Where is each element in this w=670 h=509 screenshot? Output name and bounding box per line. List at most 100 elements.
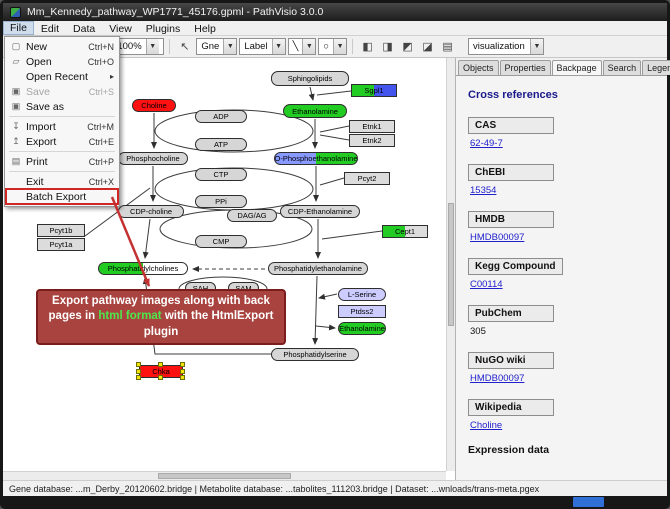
visualization-combo[interactable]: visualization ▼ xyxy=(468,38,544,55)
cross-reference-link[interactable]: C00114 xyxy=(470,279,503,290)
scrollbar-thumb[interactable] xyxy=(158,473,291,479)
section-header: HMDB xyxy=(468,211,554,228)
tab-properties[interactable]: Properties xyxy=(499,60,551,75)
selection-handle[interactable] xyxy=(158,375,163,380)
cross-reference-link[interactable]: 62-49-7 xyxy=(470,138,503,149)
cross-reference-link[interactable]: HMDB00097 xyxy=(470,373,525,384)
menu-edit[interactable]: Edit xyxy=(40,22,60,35)
chevron-down-icon[interactable]: ▼ xyxy=(223,39,237,54)
menu-file[interactable]: File xyxy=(3,21,34,35)
toolbar: ▢▱▣ Zoom: 100% ▼ ↖Gne▼Label▼╲▼○▼ ◧◨◩◪▤ v… xyxy=(3,36,667,58)
canvas-vertical-scrollbar[interactable] xyxy=(446,58,455,471)
canvas-horizontal-scrollbar[interactable] xyxy=(3,471,446,480)
pathway-node-pcyt1a[interactable]: Pcyt1a xyxy=(37,238,85,251)
pathway-node-sgpl1[interactable]: Sgpl1 xyxy=(351,84,397,97)
pathway-node-cdp-ethanolamine[interactable]: CDP-Ethanolamine xyxy=(280,205,360,218)
pathway-node-atp[interactable]: ATP xyxy=(195,138,247,151)
menu-item-shortcut: Ctrl+P xyxy=(88,156,114,167)
chevron-down-icon[interactable]: ▼ xyxy=(145,39,159,54)
pathway-node-cdp-choline[interactable]: CDP-choline xyxy=(118,205,184,218)
datanode-combo-value: Gne xyxy=(201,41,220,52)
chevron-down-icon[interactable]: ▼ xyxy=(333,39,347,54)
cross-reference-link[interactable]: Choline xyxy=(470,420,503,431)
tab-search[interactable]: Search xyxy=(602,60,642,75)
menu-item-label: Save xyxy=(26,85,50,98)
chevron-down-icon[interactable]: ▼ xyxy=(530,39,543,54)
pathway-node-etnk2[interactable]: Etnk2 xyxy=(349,134,395,147)
selection-handle[interactable] xyxy=(180,368,185,374)
select-tool-icon[interactable]: ↖ xyxy=(180,41,190,53)
menu-view[interactable]: View xyxy=(109,22,132,35)
submenu-arrow-icon: ▸ xyxy=(109,72,114,81)
shape-tool-combo[interactable]: ○▼ xyxy=(318,38,348,55)
selection-handle[interactable] xyxy=(158,362,163,367)
selection-handle[interactable] xyxy=(136,375,141,380)
pathway-node-phosphatidylethanolamine[interactable]: Phosphatidylethanolamine xyxy=(268,262,368,275)
file-menu-item-open-recent[interactable]: Open Recent▸ xyxy=(6,69,118,84)
chevron-down-icon[interactable]: ▼ xyxy=(302,39,316,54)
pathway-node-etnk1[interactable]: Etnk1 xyxy=(349,120,395,133)
line-tool-combo-value: ╲ xyxy=(292,41,299,52)
pathway-node-pcyt2[interactable]: Pcyt2 xyxy=(344,172,390,185)
line-tool-combo[interactable]: ╲▼ xyxy=(287,38,317,55)
align-left-icon[interactable]: ◩ xyxy=(402,41,413,53)
backpage-section-hmdb: HMDB HMDB00097 xyxy=(468,209,655,243)
pathway-node-cmp[interactable]: CMP xyxy=(195,235,247,248)
cross-reference-link[interactable]: HMDB00097 xyxy=(470,232,525,243)
file-menu-item-save-as[interactable]: ▣Save as xyxy=(6,99,118,114)
selection-handle[interactable] xyxy=(136,362,141,367)
cross-references-title: Cross references xyxy=(468,89,558,101)
tab-backpage[interactable]: Backpage xyxy=(551,60,602,75)
datanode-combo[interactable]: Gne▼ xyxy=(196,38,238,55)
distribute-icon[interactable]: ▤ xyxy=(442,41,453,53)
pathway-node-ethanolamine[interactable]: Ethanolamine xyxy=(338,322,386,335)
selection-handle[interactable] xyxy=(136,368,141,374)
align-center-y-icon[interactable]: ◨ xyxy=(382,41,393,53)
file-menu-item-batch-export[interactable]: Batch Export xyxy=(5,188,119,205)
pathway-node-choline[interactable]: Choline xyxy=(132,99,176,112)
selection-handle[interactable] xyxy=(180,362,185,367)
label-combo[interactable]: Label▼ xyxy=(239,38,286,55)
pathway-node-l-serine[interactable]: L-Serine xyxy=(338,288,386,301)
zoom-combo[interactable]: 100% ▼ xyxy=(112,38,165,55)
tab-legend[interactable]: Legend xyxy=(642,60,670,75)
menu-item-label: Import xyxy=(26,120,56,133)
align-top-icon[interactable]: ◪ xyxy=(422,41,433,53)
pathway-node-phosphatidylserine[interactable]: Phosphatidylserine xyxy=(271,348,359,361)
pathway-node-adp[interactable]: ADP xyxy=(195,110,247,123)
pathway-node-phosphatidylcholines[interactable]: Phosphatidylcholines xyxy=(98,262,188,275)
pathway-node-dag-ag[interactable]: DAG/AG xyxy=(227,209,277,222)
menu-item-label: Save as xyxy=(26,100,64,113)
tab-objects[interactable]: Objects xyxy=(458,60,499,75)
pathway-node-phosphocholine[interactable]: Phosphocholine xyxy=(118,152,188,165)
pathway-node-sphingolipids[interactable]: Sphingolipids xyxy=(271,71,349,86)
pathway-node-pcyt1b[interactable]: Pcyt1b xyxy=(37,224,85,237)
cross-reference-link[interactable]: 15354 xyxy=(470,185,497,196)
align-center-x-icon[interactable]: ◧ xyxy=(362,41,373,53)
status-text: Gene database: ...m_Derby_20120602.bridg… xyxy=(9,483,540,494)
pathway-node-ptdss2[interactable]: Ptdss2 xyxy=(338,305,386,318)
selection-handle[interactable] xyxy=(180,375,185,380)
window-title: Mm_Kennedy_pathway_WP1771_45176.gpml - P… xyxy=(27,6,324,18)
pathway-node-cept1[interactable]: Cept1 xyxy=(382,225,428,238)
pathway-node-ethanolamine[interactable]: Ethanolamine xyxy=(283,104,347,118)
pathway-node-o-phosphoethanolamine[interactable]: O-Phosphoethanolamine xyxy=(274,152,358,165)
scrollbar-thumb[interactable] xyxy=(448,202,454,327)
menu-data[interactable]: Data xyxy=(73,22,96,35)
menu-plugins[interactable]: Plugins xyxy=(145,22,181,35)
title-bar[interactable]: Mm_Kennedy_pathway_WP1771_45176.gpml - P… xyxy=(3,3,667,21)
pathway-node-ppi[interactable]: PPi xyxy=(195,195,247,208)
menu-help[interactable]: Help xyxy=(194,22,216,35)
chevron-down-icon[interactable]: ▼ xyxy=(271,39,285,54)
pathway-node-ctp[interactable]: CTP xyxy=(195,168,247,181)
